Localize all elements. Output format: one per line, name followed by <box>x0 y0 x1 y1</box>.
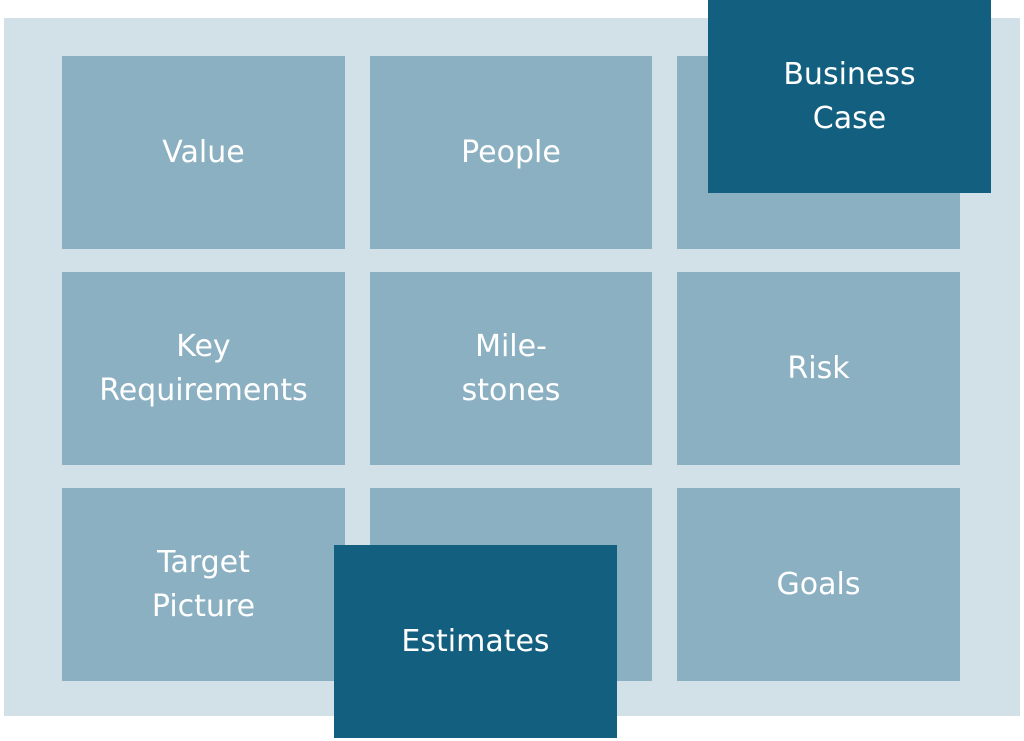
tile-goals: Goals <box>677 488 960 681</box>
tile-value: Value <box>62 56 345 249</box>
tile-value-label: Value <box>162 134 245 170</box>
highlight-business-case-label: Business Case <box>783 56 916 136</box>
tile-key-requirements-label: Key Requirements <box>99 328 308 408</box>
tile-people-label: People <box>461 134 561 170</box>
tile-target-picture-label: Target Picture <box>151 544 256 624</box>
tile-people: People <box>370 56 652 249</box>
tile-milestones: Mile- stones <box>370 272 652 465</box>
tile-risk: Risk <box>677 272 960 465</box>
highlight-estimates-label: Estimates <box>401 623 550 659</box>
tile-risk-label: Risk <box>787 350 850 386</box>
highlight-business-case: Business Case <box>708 0 991 193</box>
tile-target-picture: Target Picture <box>62 488 345 681</box>
highlight-estimates: Estimates <box>334 545 617 738</box>
tile-key-requirements: Key Requirements <box>62 272 345 465</box>
tile-goals-label: Goals <box>776 566 861 602</box>
tile-milestones-label: Mile- stones <box>461 328 561 408</box>
